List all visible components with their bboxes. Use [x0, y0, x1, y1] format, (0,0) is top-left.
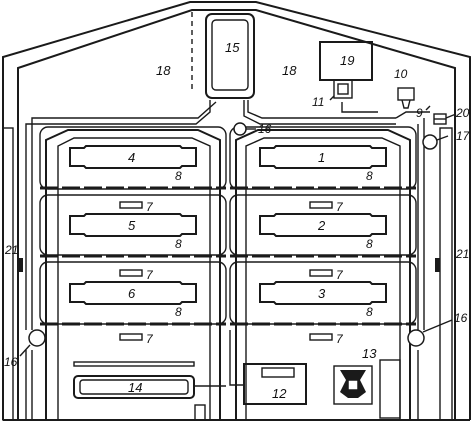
- label-13: 13: [362, 346, 377, 361]
- wall-marker-21-left: [18, 258, 23, 272]
- label-7-r3: 7: [336, 332, 344, 346]
- label-8-l3: 8: [175, 305, 182, 319]
- inlet-20: [433, 113, 447, 125]
- label-8-r3: 8: [366, 305, 373, 319]
- label-21-right: 21: [455, 247, 469, 261]
- label-8-l2: 8: [175, 237, 182, 251]
- label-17: 17: [456, 129, 471, 143]
- label-21-left: 21: [4, 243, 18, 257]
- label-10: 10: [394, 67, 408, 81]
- shelf-1: [259, 145, 387, 169]
- leader-lines: [19, 95, 457, 357]
- ventilation-shaft-15: [205, 13, 255, 99]
- label-7-l2: 7: [146, 268, 154, 282]
- shelf-3: [259, 281, 387, 305]
- shelf-2: [259, 213, 387, 237]
- label-12: 12: [272, 386, 287, 401]
- label-15: 15: [225, 40, 240, 55]
- label-9: 9: [416, 106, 423, 120]
- label-19: 19: [340, 53, 354, 68]
- label-8-l1: 8: [175, 169, 182, 183]
- label-18-left: 18: [156, 63, 171, 78]
- label-8-r2: 8: [366, 237, 373, 251]
- fan-16-right: [407, 329, 425, 347]
- control-panel-12: [243, 363, 307, 405]
- unit-14: [73, 375, 226, 399]
- label-1: 1: [318, 150, 325, 165]
- label-7-l1: 7: [146, 200, 154, 214]
- shelf-6: [69, 281, 197, 305]
- label-6: 6: [128, 286, 136, 301]
- machine-13: [333, 365, 373, 405]
- label-3: 3: [318, 286, 326, 301]
- wall-marker-21-right: [435, 258, 440, 272]
- fan-16-top: [233, 122, 247, 136]
- label-16-left: 16: [4, 355, 18, 369]
- fan-17: [422, 134, 438, 150]
- label-2: 2: [317, 218, 326, 233]
- box-19: [319, 41, 373, 99]
- sensors-7: [119, 201, 333, 341]
- label-16-right: 16: [454, 311, 468, 325]
- label-8-r1: 8: [366, 169, 373, 183]
- labels: 15 18 18 19 11 10 9 20 16 17 4 5 6 1 2 3…: [4, 40, 471, 401]
- label-16-top: 16: [258, 122, 272, 136]
- fan-16-left: [28, 329, 46, 347]
- shelf-5: [69, 213, 197, 237]
- label-14: 14: [128, 380, 142, 395]
- main-pipe-network: [25, 100, 430, 420]
- device-10: [397, 87, 415, 109]
- heater-rows-8: [40, 186, 416, 326]
- shelf-4: [69, 145, 197, 169]
- label-5: 5: [128, 218, 136, 233]
- label-7-r2: 7: [336, 268, 344, 282]
- label-4: 4: [128, 150, 135, 165]
- label-20: 20: [455, 106, 470, 120]
- label-18-right: 18: [282, 63, 297, 78]
- label-7-r1: 7: [336, 200, 344, 214]
- label-11: 11: [312, 95, 324, 109]
- label-7-l3: 7: [146, 332, 154, 346]
